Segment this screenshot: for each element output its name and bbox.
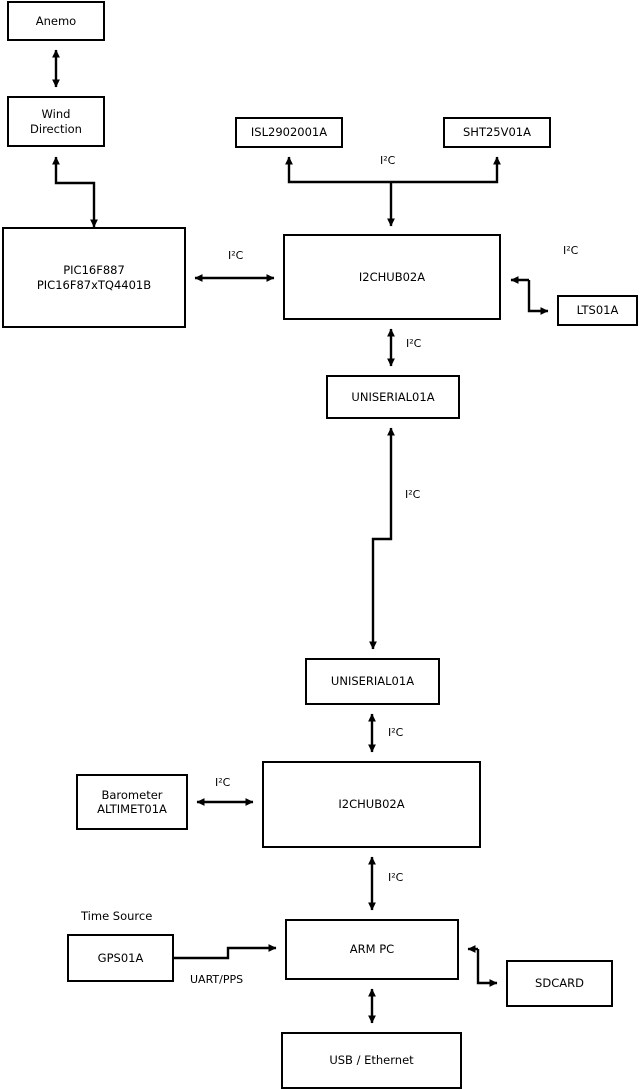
node-wind-direction-label: Wind Direction xyxy=(30,107,82,136)
node-sdcard-label: SDCARD xyxy=(535,976,584,991)
node-anemo-label: Anemo xyxy=(35,13,77,28)
node-pic-microcontroller-label: PIC16F887 PIC16F87xTQ4401B xyxy=(36,263,152,292)
node-sht25v01a-label: SHT25V01A xyxy=(463,125,531,140)
edge-label-hubtop-lts: I²C xyxy=(563,244,579,257)
node-arm-pc-label: ARM PC xyxy=(349,942,395,957)
edge-label-isl-sht-bus: I²C xyxy=(380,154,396,167)
edge-label-hubbottom-armpc: I²C xyxy=(388,871,404,884)
node-barometer-altimet01a-label: Barometer ALTIMET01A xyxy=(97,787,167,816)
node-i2chub02a-bottom-label: I2CHUB02A xyxy=(338,797,405,812)
node-uniserial01a-upper[interactable]: UNISERIAL01A xyxy=(326,375,460,419)
edge-label-barometer-hubbottom: I²C xyxy=(215,776,231,789)
node-uniserial01a-lower-label: UNISERIAL01A xyxy=(330,674,415,689)
node-isl2902001a[interactable]: ISL2902001A xyxy=(235,117,343,148)
node-isl2902001a-label: ISL2902001A xyxy=(250,125,328,140)
edge-pic-winddirection xyxy=(52,156,98,228)
node-usb-ethernet[interactable]: USB / Ethernet xyxy=(281,1032,462,1089)
node-barometer-altimet01a[interactable]: Barometer ALTIMET01A xyxy=(76,774,188,830)
node-anemo[interactable]: Anemo xyxy=(7,1,105,41)
node-pic-microcontroller[interactable]: PIC16F887 PIC16F87xTQ4401B xyxy=(2,227,186,328)
edge-gps-armpc xyxy=(174,944,277,960)
node-usb-ethernet-label: USB / Ethernet xyxy=(329,1053,414,1068)
edge-uniserialup-uniseriallow xyxy=(369,427,395,650)
edge-label-pic-hubtop: I²C xyxy=(228,249,244,262)
edge-label-uniserial-link: I²C xyxy=(405,488,421,501)
node-i2chub02a-top[interactable]: I2CHUB02A xyxy=(283,234,501,320)
node-gps01a[interactable]: GPS01A xyxy=(67,934,174,982)
node-uniserial01a-lower[interactable]: UNISERIAL01A xyxy=(305,658,440,705)
node-i2chub02a-bottom[interactable]: I2CHUB02A xyxy=(262,761,481,848)
node-lts01a-label: LTS01A xyxy=(576,303,619,318)
edge-lts-step xyxy=(527,280,549,315)
node-i2chub02a-top-label: I2CHUB02A xyxy=(358,269,426,284)
label-time-source: Time Source xyxy=(81,909,153,923)
node-gps01a-label: GPS01A xyxy=(97,950,144,965)
node-arm-pc[interactable]: ARM PC xyxy=(285,919,459,980)
node-wind-direction[interactable]: Wind Direction xyxy=(7,96,105,147)
edge-label-uniserial-hubbottom: I²C xyxy=(388,726,404,739)
edge-sdcard-step xyxy=(476,949,498,987)
node-sdcard[interactable]: SDCARD xyxy=(506,960,613,1007)
edge-bus-to-sht xyxy=(391,156,501,184)
edge-bus-to-isl xyxy=(285,156,391,184)
edge-label-hubtop-uniserial: I²C xyxy=(406,337,422,350)
edge-label-gps-armpc: UART/PPS xyxy=(190,973,244,986)
node-sht25v01a[interactable]: SHT25V01A xyxy=(443,117,551,148)
node-lts01a[interactable]: LTS01A xyxy=(557,295,638,326)
node-uniserial01a-upper-label: UNISERIAL01A xyxy=(351,389,435,404)
